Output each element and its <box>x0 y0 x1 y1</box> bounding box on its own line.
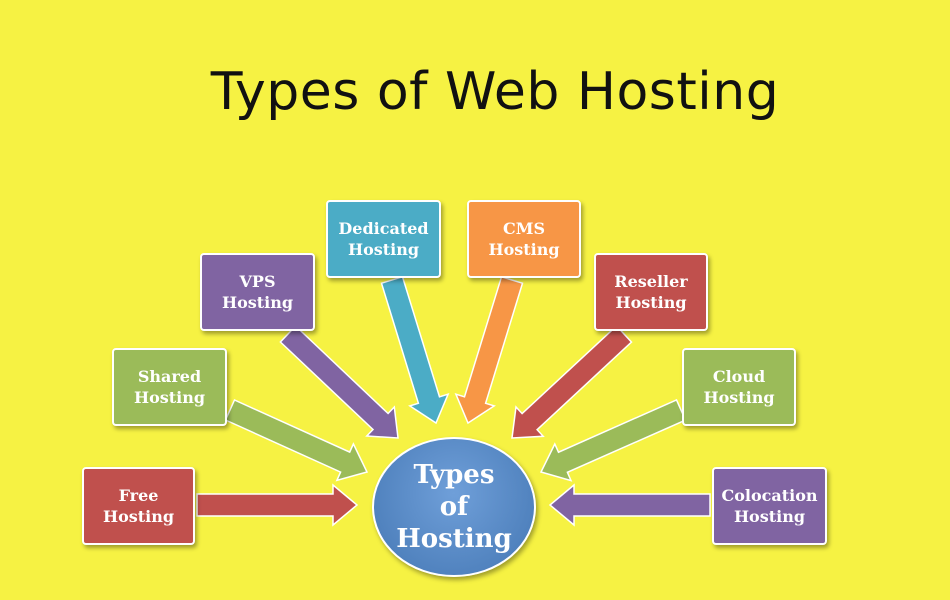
node-label: Free Hosting <box>102 486 175 526</box>
center-node: Types of Hosting <box>372 437 536 577</box>
arrow-vps <box>279 324 399 439</box>
node-label: Colocation Hosting <box>721 486 818 526</box>
center-label: Types of Hosting <box>396 460 512 554</box>
arrow-dedicated <box>380 275 450 425</box>
node-shared-hosting: Shared Hosting <box>112 348 227 426</box>
arrow-cloud <box>539 398 687 482</box>
diagram-title: Types of Web Hosting <box>210 62 780 122</box>
node-cloud-hosting: Cloud Hosting <box>682 348 796 426</box>
node-label: Reseller Hosting <box>614 272 688 312</box>
node-label: Cloud Hosting <box>703 367 775 407</box>
node-label: CMS Hosting <box>488 219 560 259</box>
node-label: Dedicated Hosting <box>338 219 429 259</box>
node-free-hosting: Free Hosting <box>82 467 195 545</box>
arrow-colocation <box>548 483 711 527</box>
arrow-free <box>196 483 359 527</box>
node-colocation-hosting: Colocation Hosting <box>712 467 827 545</box>
arrow-reseller <box>511 324 633 439</box>
node-cms-hosting: CMS Hosting <box>467 200 581 278</box>
arrow-cms <box>454 275 524 425</box>
arrow-shared <box>224 399 369 482</box>
node-vps-hosting: VPS Hosting <box>200 253 315 331</box>
node-label: Shared Hosting <box>133 367 206 407</box>
node-label: VPS Hosting <box>221 272 294 312</box>
node-dedicated-hosting: Dedicated Hosting <box>326 200 441 278</box>
node-reseller-hosting: Reseller Hosting <box>594 253 708 331</box>
